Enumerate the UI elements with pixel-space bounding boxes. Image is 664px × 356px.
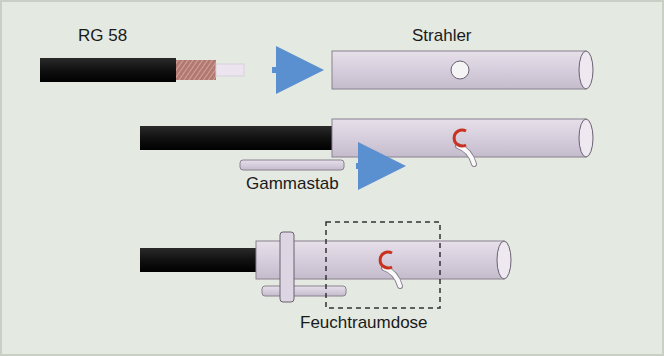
tube-end [579, 51, 593, 89]
tube-end [579, 119, 593, 157]
gamma-rod [262, 286, 346, 296]
coax-jacket [40, 58, 176, 82]
coax-jacket [140, 248, 260, 272]
solder-loop [454, 130, 466, 146]
gamma-rod [240, 160, 344, 170]
arrow [356, 163, 394, 169]
coax-braid [176, 60, 216, 80]
hole [451, 61, 469, 79]
tube-end [497, 241, 511, 279]
inner-wire [458, 146, 474, 164]
junction-box-outline [326, 222, 440, 308]
part-label: RG 58 [78, 27, 127, 46]
solder-loop [380, 252, 392, 268]
row-2 [140, 119, 593, 170]
radiator-tube [332, 119, 586, 157]
part-label: Gammastab [246, 175, 339, 194]
arrow [272, 67, 312, 73]
radiator-tube [332, 51, 586, 89]
part-label: Strahler [412, 27, 472, 46]
row-1 [40, 51, 593, 89]
coax-core [216, 64, 244, 76]
row-3 [140, 222, 511, 308]
coax-jacket [140, 126, 336, 150]
clamp [280, 232, 294, 302]
inner-wire [384, 268, 400, 286]
part-label: Feuchtraumdose [300, 314, 428, 333]
